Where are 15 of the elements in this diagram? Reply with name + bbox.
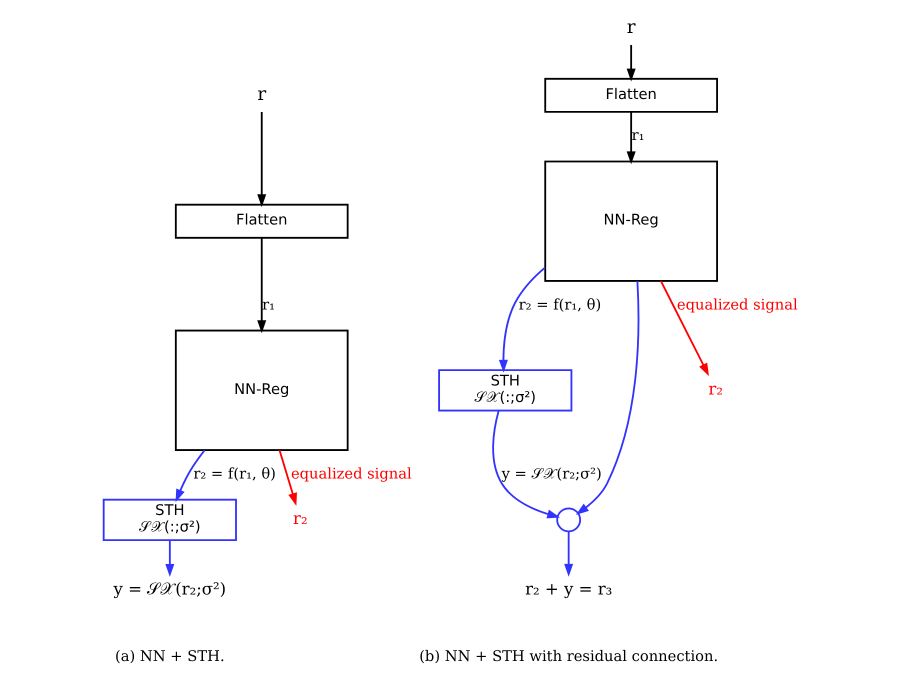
label: (a) NN + STH. [115,648,225,666]
edge-label: equalized signal [676,296,798,314]
node-text: r [626,16,636,38]
node-text: r₂ [293,508,308,528]
node-text: r [257,84,266,105]
edge-label: r₂ = f(r₁, θ) [518,296,602,314]
node-text: r₂ [708,379,723,398]
node-text: y = 𝒮𝒳(r₂;σ²) [114,580,226,599]
edge-label: y = 𝒮𝒳(r₂;σ²) [502,465,602,482]
edge-label: r₁ [262,296,276,314]
node-text: r₂ + y = r₃ [525,580,612,599]
edge-label: r₂ = f(r₁, θ) [193,465,276,482]
edge-label: r₁ [632,127,645,144]
label: (b) NN + STH with residual connection. [419,648,718,666]
edge-label: equalized signal [290,465,412,482]
